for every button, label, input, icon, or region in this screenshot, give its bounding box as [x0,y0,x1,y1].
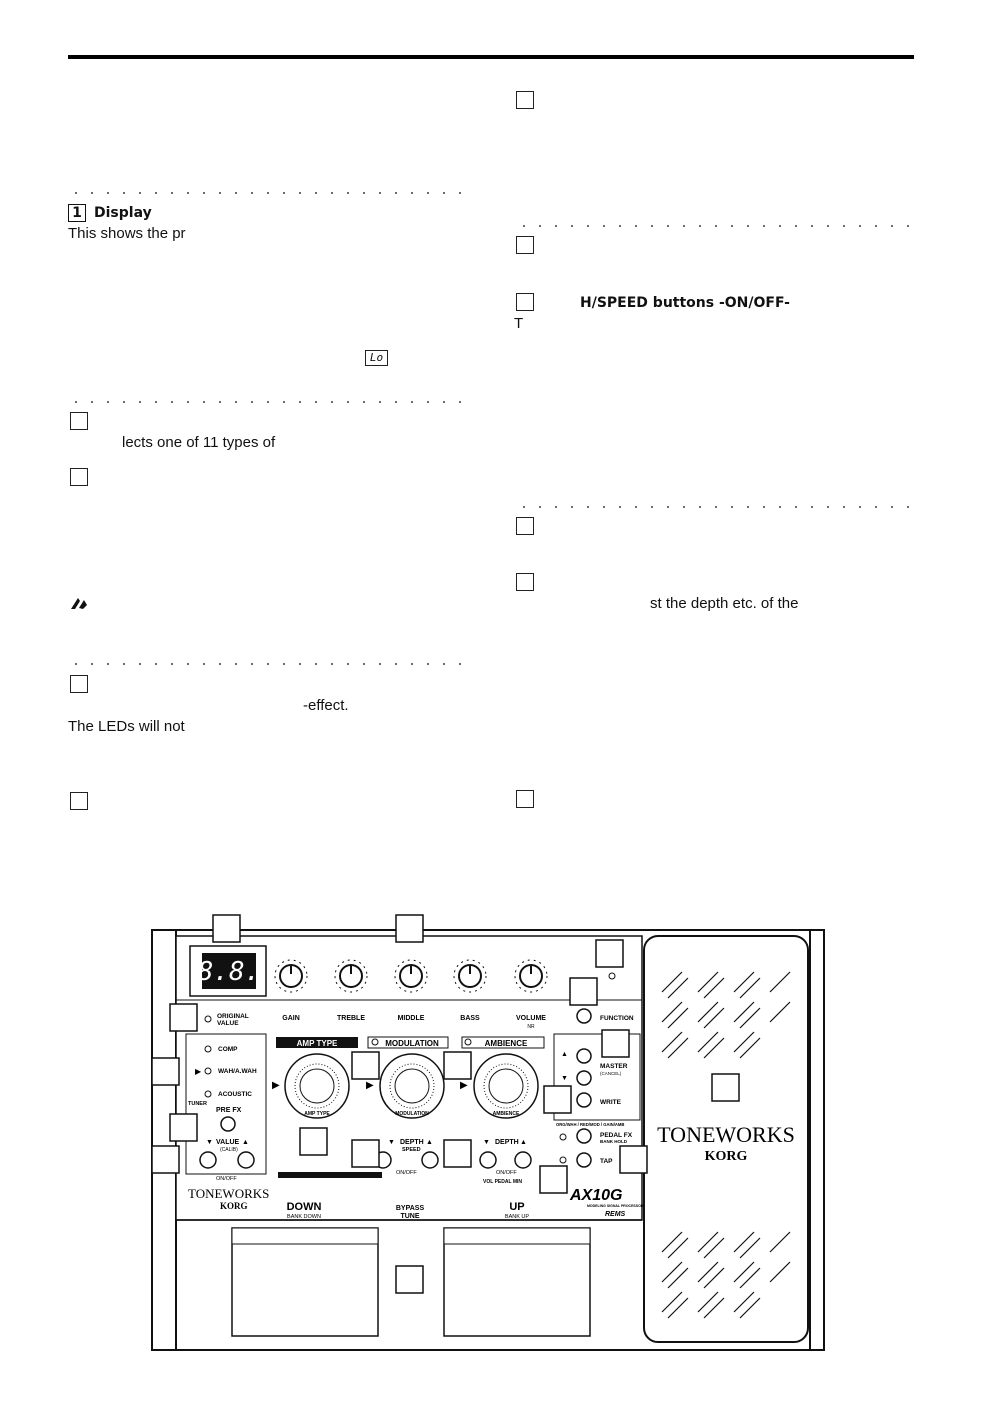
svg-text:ACOUSTIC: ACOUSTIC [218,1091,252,1098]
svg-text:▶: ▶ [366,1080,374,1091]
knob-label-volume: VOLUME [516,1015,546,1022]
svg-text:DEPTH: DEPTH [400,1139,424,1146]
device-callouts [151,914,740,1294]
section-divider [68,192,466,194]
svg-text:ORIGINAL: ORIGINAL [217,1013,249,1020]
callout-box [516,236,534,254]
section-divider [516,225,914,227]
callout-box [516,573,534,591]
t-letter: T [514,315,524,332]
svg-text:▲: ▲ [242,1139,249,1146]
section-divider [68,663,466,665]
svg-text:MODELING SIGNAL PROCESSOR: MODELING SIGNAL PROCESSOR [587,1204,644,1208]
callout-box [70,675,88,693]
svg-text:TAP: TAP [600,1158,613,1165]
svg-text:ON/OFF: ON/OFF [216,1176,237,1182]
svg-text:AMP TYPE: AMP TYPE [304,1111,330,1117]
svg-text:▶: ▶ [195,1067,202,1076]
svg-text:TUNE: TUNE [400,1213,419,1220]
svg-text:DEPTH: DEPTH [495,1139,519,1146]
callout-box [70,412,88,430]
brand-toneworks: TONEWORKS [188,1186,269,1201]
svg-text:VALUE: VALUE [216,1139,240,1146]
callout-box [516,790,534,808]
buttons-heading: H/SPEED buttons -ON/OFF- [580,295,790,311]
svg-text:TUNER: TUNER [188,1101,207,1107]
amp-type-dial: ▶ AMP TYPE [272,1053,350,1119]
svg-text:ON/OFF: ON/OFF [496,1170,517,1176]
pedal-brand-korg: KORG [705,1149,748,1164]
svg-text:▼: ▼ [561,1075,568,1082]
svg-text:BANK HOLD: BANK HOLD [600,1139,628,1144]
svg-text:MODULATION: MODULATION [395,1111,429,1117]
modulation-dial: ▶ MODULATION [366,1053,445,1119]
callout-box [516,517,534,535]
knob-label-bass: BASS [460,1015,480,1022]
svg-text:NR: NR [527,1024,535,1030]
knob-label-gain: GAIN [282,1015,300,1022]
model-logo: AX10G [569,1187,622,1204]
top-rule [68,55,914,59]
ambience-dial: ▶ AMBIENCE [460,1053,539,1119]
svg-text:BYPASS: BYPASS [396,1205,425,1212]
svg-text:▶: ▶ [460,1080,468,1091]
svg-text:WRITE: WRITE [600,1099,622,1106]
leds-text: The LEDs will not [68,718,185,735]
svg-text:UP: UP [509,1201,524,1213]
svg-text:▲: ▲ [520,1139,527,1146]
heading-number: 1 [68,204,86,222]
svg-text:(CALIB): (CALIB) [220,1147,238,1153]
lcd-lo-indicator: Lo [365,350,388,366]
svg-text:VOL PEDAL MIN: VOL PEDAL MIN [483,1179,522,1185]
display-heading: 1 Display [68,204,152,222]
knob-row [274,959,548,993]
svg-text:REMS: REMS [605,1211,626,1218]
svg-text:▼: ▼ [206,1139,213,1146]
svg-text:PEDAL FX: PEDAL FX [600,1132,633,1139]
svg-text:AMP TYPE: AMP TYPE [297,1039,338,1048]
svg-text:VALUE: VALUE [217,1020,239,1027]
effect-text: -effect. [303,697,349,714]
svg-text:▼: ▼ [388,1139,395,1146]
note-icon [71,598,87,609]
svg-text:(CANCEL): (CANCEL) [600,1071,622,1076]
svg-text:FUNCTION: FUNCTION [600,1015,634,1022]
svg-text:▼: ▼ [483,1139,490,1146]
callout-box [70,792,88,810]
ax10g-device-illustration: 8.8. GAIN TREBLE MIDDLE BASS VOLUME NR O… [151,914,825,1351]
svg-text:AMBIENCE: AMBIENCE [493,1111,520,1117]
depth-text: st the depth etc. of the [650,595,799,612]
knob-label-treble: TREBLE [337,1015,365,1022]
svg-text:ON/OFF: ON/OFF [396,1170,417,1176]
callout-box [516,293,534,311]
svg-text:PRE FX: PRE FX [216,1107,242,1114]
svg-text:BANK DOWN: BANK DOWN [287,1214,321,1220]
svg-text:AMBIENCE: AMBIENCE [485,1039,528,1048]
amp-type-description: lects one of 11 types of [122,434,276,451]
svg-text:BANK UP: BANK UP [505,1214,529,1220]
svg-text:▶: ▶ [272,1080,280,1091]
svg-text:MODULATION: MODULATION [385,1039,439,1048]
svg-text:COMP: COMP [218,1046,238,1053]
section-divider [68,401,466,403]
brand-korg: KORG [220,1201,248,1211]
svg-text:▲: ▲ [561,1051,568,1058]
display-heading-label: Display [94,205,152,221]
svg-text:▲: ▲ [426,1139,433,1146]
callout-box [516,91,534,109]
callout-box [70,468,88,486]
svg-text:DOWN: DOWN [287,1201,322,1213]
pedal-brand-toneworks: TONEWORKS [657,1122,795,1147]
knob-label-middle: MIDDLE [398,1015,425,1022]
display-description: This shows the pr [68,225,186,242]
led-readout: 8.8. [198,957,261,987]
svg-text:WAH/A.WAH: WAH/A.WAH [218,1068,257,1075]
svg-text:ORG/WAH / RED/MOD / GAIN/AMB: ORG/WAH / RED/MOD / GAIN/AMB [556,1122,624,1127]
svg-text:MASTER: MASTER [600,1063,628,1070]
section-divider [516,506,914,508]
svg-text:SPEED: SPEED [402,1147,421,1153]
